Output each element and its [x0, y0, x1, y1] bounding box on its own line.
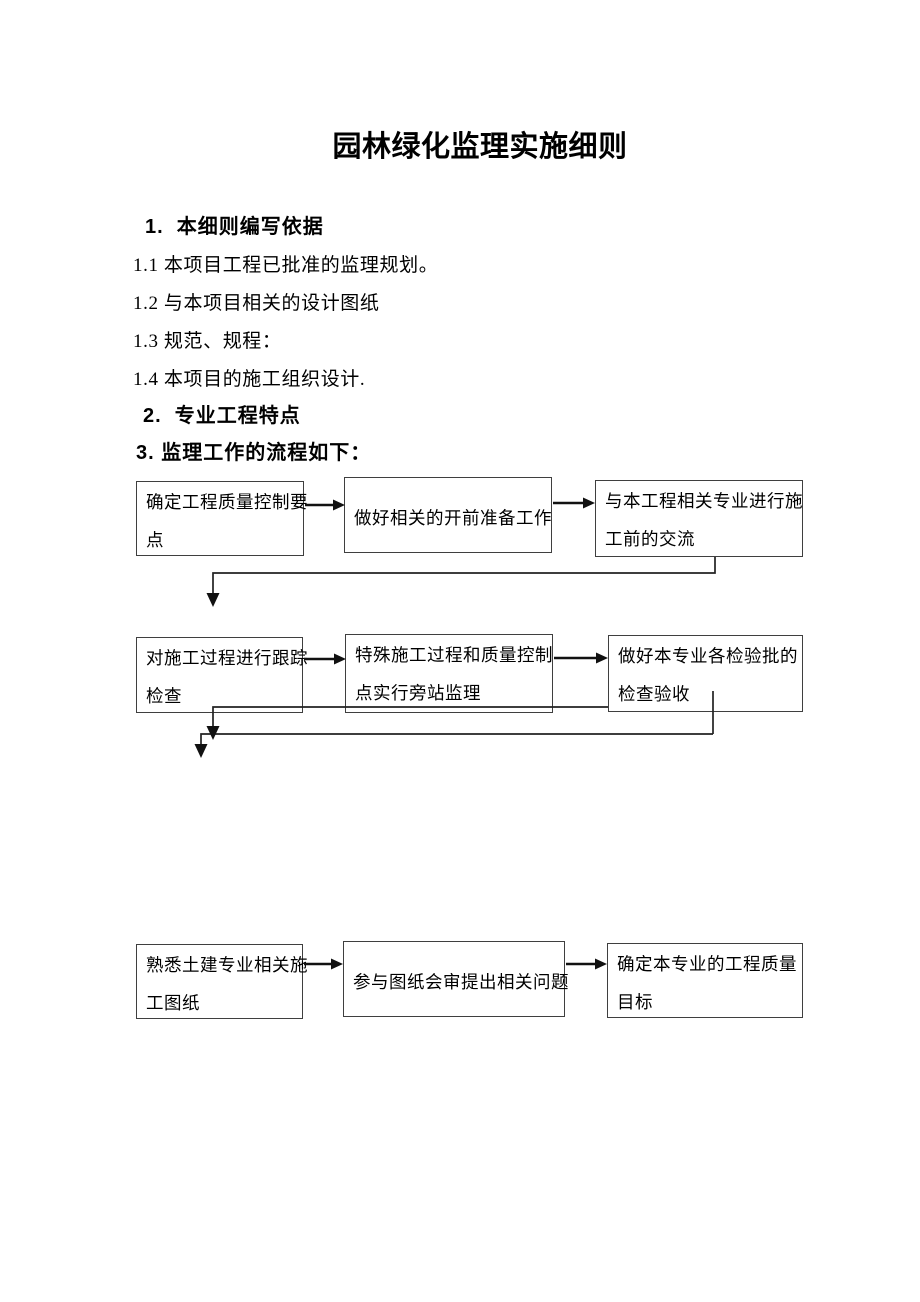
arrowhead-row2-2	[596, 652, 608, 664]
flow-box-text: 与本工程相关专业进行施	[605, 491, 803, 511]
flow-box-quality-target: 确定本专业的工程质量 目标	[607, 943, 803, 1018]
flow-box-tracking-inspection: 对施工过程进行跟踪 检查	[136, 637, 308, 713]
clause-1-1: 1.1 本项目工程已批准的监理规划。	[133, 255, 439, 276]
arrowhead-row3-2	[595, 958, 607, 970]
flow-box-text: 点	[146, 530, 164, 550]
flow-box-side-station-supervision: 特殊施工过程和质量控制 点实行旁站监理	[345, 634, 553, 713]
flow-box-text: 检查验收	[618, 684, 690, 704]
clause-1-3: 1.3 规范、规程：	[133, 331, 282, 352]
flow-box-text: 确定本专业的工程质量	[617, 954, 797, 974]
flow-box-text: 工前的交流	[605, 529, 695, 549]
flow-box-quality-control-points: 确定工程质量控制要 点	[136, 481, 308, 556]
flow-box-text: 确定工程质量控制要	[146, 492, 308, 512]
section-3-heading: 3. 监理工作的流程如下：	[136, 442, 372, 464]
flow-box-pre-start-preparation: 做好相关的开前准备工作	[344, 477, 552, 553]
clause-1-4: 1.4 本项目的施工组织设计.	[133, 369, 366, 390]
flow-box-text: 检查	[146, 686, 182, 706]
arrowhead-row1-2	[583, 497, 595, 509]
flow-box-text: 目标	[617, 992, 653, 1012]
flow-box-inspection-batch-acceptance: 做好本专业各检验批的 检查验收	[608, 635, 803, 712]
flow-box-text: 点实行旁站监理	[355, 683, 481, 703]
flow-box-text: 熟悉土建专业相关施	[146, 955, 308, 975]
flow-box-familiarize-construction-drawings: 熟悉土建专业相关施 工图纸	[136, 944, 308, 1019]
flow-box-drawing-review-questions: 参与图纸会审提出相关问题	[343, 941, 569, 1017]
document-title: 园林绿化监理实施细则	[332, 131, 628, 163]
flow-box-text: 参与图纸会审提出相关问题	[353, 972, 569, 993]
section-2-heading: 2. 专业工程特点	[143, 405, 301, 427]
connector-row2-b	[200, 733, 713, 745]
flow-box-text: 做好相关的开前准备工作	[354, 508, 552, 529]
arrowhead-row3-1	[331, 958, 343, 970]
flow-box-text: 做好本专业各检验批的	[618, 646, 798, 666]
connector-row1-to-row2	[212, 557, 716, 594]
down-arrowhead-3	[194, 744, 208, 758]
flow-box-text: 工图纸	[146, 993, 200, 1013]
flow-box-pre-construction-communication: 与本工程相关专业进行施 工前的交流	[595, 480, 803, 557]
flow-box-text: 对施工过程进行跟踪	[146, 648, 308, 668]
clause-1-2: 1.2 与本项目相关的设计图纸	[133, 293, 380, 314]
down-arrowhead-1	[206, 593, 220, 607]
down-arrowhead-2	[206, 726, 220, 740]
flow-box-text: 特殊施工过程和质量控制	[355, 645, 553, 665]
section-1-heading: 1. 本细则编写依据	[145, 216, 324, 238]
